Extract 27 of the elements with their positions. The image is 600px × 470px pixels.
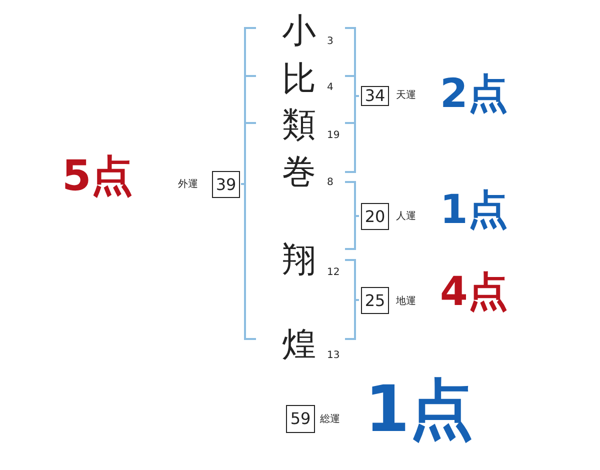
stroke-count: 8 [327,178,334,188]
stroke-total-box: 25 [361,287,389,314]
stroke-total-box: 34 [361,86,389,106]
score-text: 1点 [365,378,474,442]
name-character: 比 [282,62,316,96]
stroke-count: 12 [327,268,340,278]
stroke-total-box: 39 [212,171,240,198]
fortune-label: 地運 [396,297,416,307]
stroke-count: 13 [327,351,340,361]
fortune-label: 総運 [320,415,340,425]
stroke-total-box: 59 [286,405,315,433]
stroke-count: 19 [327,131,340,141]
stroke-count: 4 [327,83,334,93]
name-character: 類 [282,108,316,142]
name-character: 巻 [282,155,316,189]
score-text: 5点 [62,155,134,197]
name-character: 小 [282,14,316,48]
score-text: 4点 [440,272,508,312]
fortune-label: 人運 [396,212,416,222]
score-text: 1点 [440,190,508,230]
name-character: 煌 [282,328,316,362]
name-character: 翔 [282,243,316,277]
score-text: 2点 [440,74,508,114]
fortune-label: 外運 [178,180,198,190]
stroke-count: 3 [327,37,334,47]
stroke-total-box: 20 [361,203,389,230]
fortune-label: 天運 [396,91,416,101]
